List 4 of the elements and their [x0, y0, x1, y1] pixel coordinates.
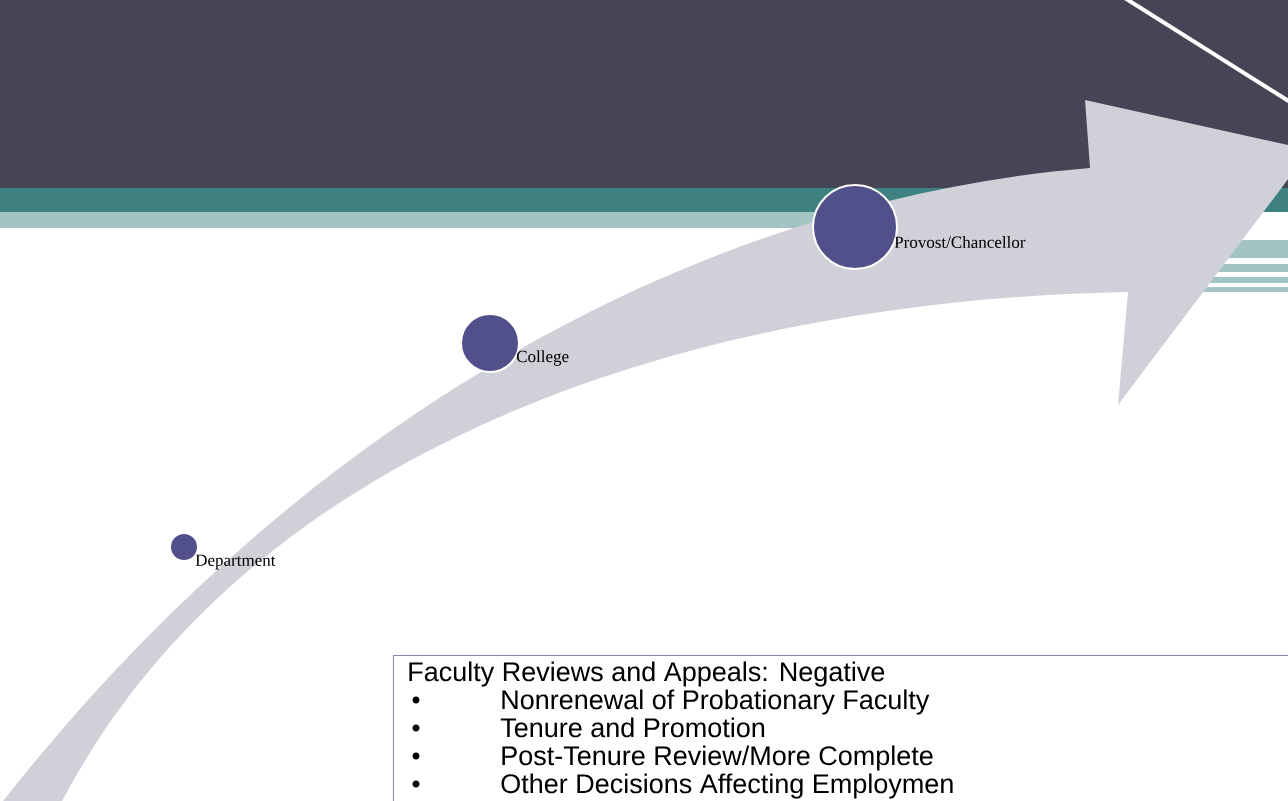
- node-label: College: [516, 350, 569, 366]
- text-box: Faculty Reviews and Appeals: Negative Nonrenewal of Probationary Faculty Tenure and Promotion Post-Tenure Review/More Complete Other Decisions Affecting Employmen: [393, 655, 1288, 801]
- node-label: Provost/Chancellor: [894, 236, 1026, 248]
- node-label: Department: [195, 554, 276, 570]
